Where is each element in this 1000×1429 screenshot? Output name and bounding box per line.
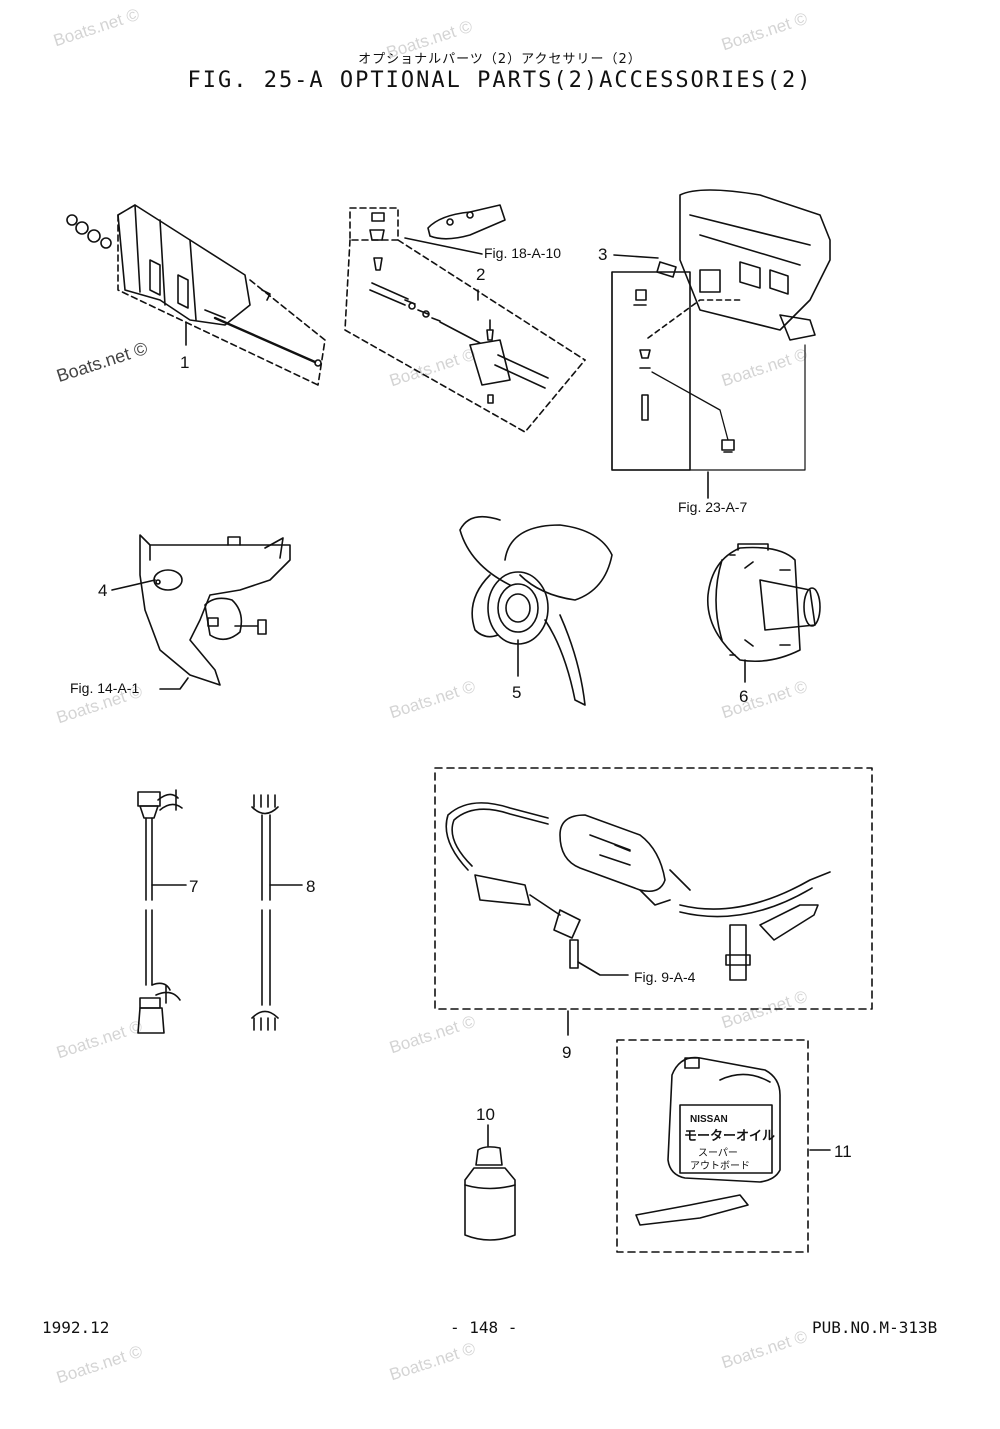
ref-fig-9: Fig. 9-A-4 <box>634 969 696 985</box>
part-5-illustration <box>459 515 613 706</box>
oil-label-line2: スーパー <box>698 1147 738 1159</box>
callout-6: 6 <box>739 687 748 706</box>
footer-publication-number: PUB.NO.M-313B <box>812 1318 938 1337</box>
part-9-illustration <box>434 767 873 1036</box>
callout-8: 8 <box>306 877 315 896</box>
ref-fig-23: Fig. 23-A-7 <box>678 499 747 515</box>
ref-fig-14: Fig. 14-A-1 <box>70 680 139 696</box>
part-6-illustration <box>707 543 821 683</box>
part-1-illustration <box>66 204 326 386</box>
ref-fig-18: Fig. 18-A-10 <box>484 245 561 261</box>
title-japanese: オプショナルパーツ（2）アクセサリー（2） <box>358 52 642 67</box>
callout-1: 1 <box>180 353 189 372</box>
callout-4: 4 <box>98 581 107 600</box>
oil-label-line3: アウトボード <box>690 1160 750 1172</box>
callout-7: 7 <box>189 877 198 896</box>
page-title: FIG. 25-A OPTIONAL PARTS(2)ACCESSORIES(2… <box>187 68 813 93</box>
oil-label-line1: モーターオイル <box>684 1128 775 1143</box>
callout-2: 2 <box>476 265 485 284</box>
part-10-illustration <box>464 1124 516 1241</box>
part-4-illustration <box>139 534 291 686</box>
callout-10: 10 <box>476 1105 495 1124</box>
callout-3: 3 <box>598 245 607 264</box>
part-11-illustration <box>616 1039 831 1253</box>
part-8-illustration <box>251 794 303 1031</box>
callout-5: 5 <box>512 683 521 702</box>
callout-9: 9 <box>562 1043 571 1062</box>
callout-11: 11 <box>834 1142 852 1161</box>
part-7-illustration <box>137 789 187 1034</box>
footer-page-number: - 148 - <box>450 1318 518 1337</box>
part-2-illustration <box>344 204 586 433</box>
footer-date: 1992.12 <box>42 1318 110 1337</box>
part-3-illustration <box>611 189 831 471</box>
oil-label-brand: NISSAN <box>690 1114 728 1125</box>
